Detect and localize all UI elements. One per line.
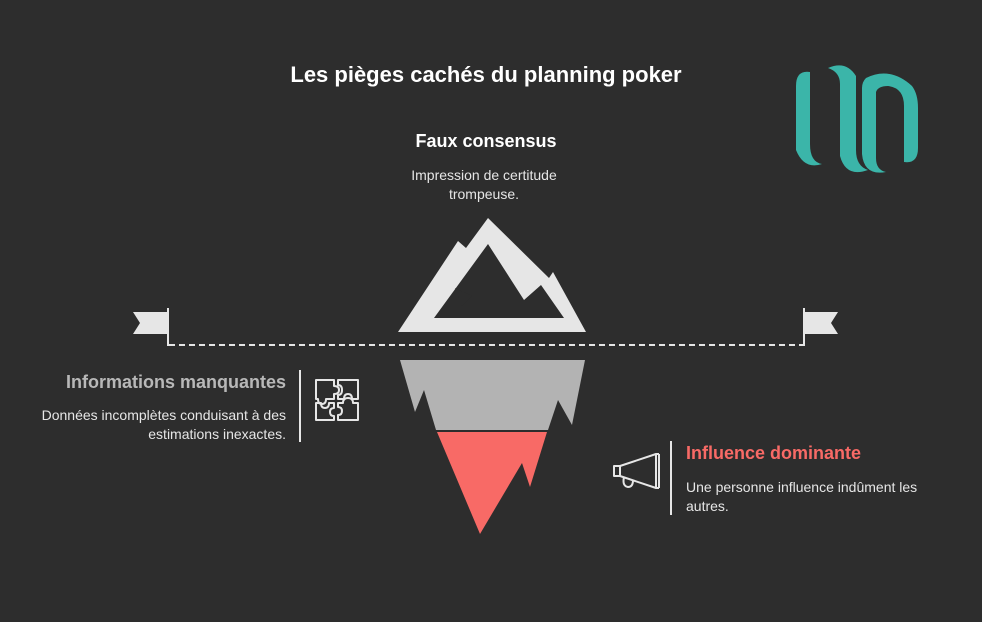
right-divider <box>670 441 672 515</box>
megaphone-icon <box>613 453 660 489</box>
faux-consensus-description: Impression de certitude trompeuse. <box>411 167 557 202</box>
influence-dominante-heading: Influence dominante <box>686 443 862 463</box>
informations-manquantes-description: Données incomplètes conduisant à des est… <box>41 407 286 442</box>
brand-logo-icon <box>796 65 918 173</box>
right-flag-icon <box>803 308 838 346</box>
influence-dominante-description: Une personne influence indûment les autr… <box>686 479 918 514</box>
left-flag-icon <box>133 308 169 346</box>
puzzle-icon <box>315 379 359 421</box>
iceberg-middle <box>400 360 585 430</box>
faux-consensus-heading: Faux consensus <box>415 131 557 151</box>
left-divider <box>299 370 301 442</box>
page-title: Les pièges cachés du planning poker <box>290 62 682 87</box>
informations-manquantes-heading: Informations manquantes <box>65 372 286 392</box>
iceberg-bottom <box>437 432 547 534</box>
iceberg-tip <box>398 218 586 332</box>
